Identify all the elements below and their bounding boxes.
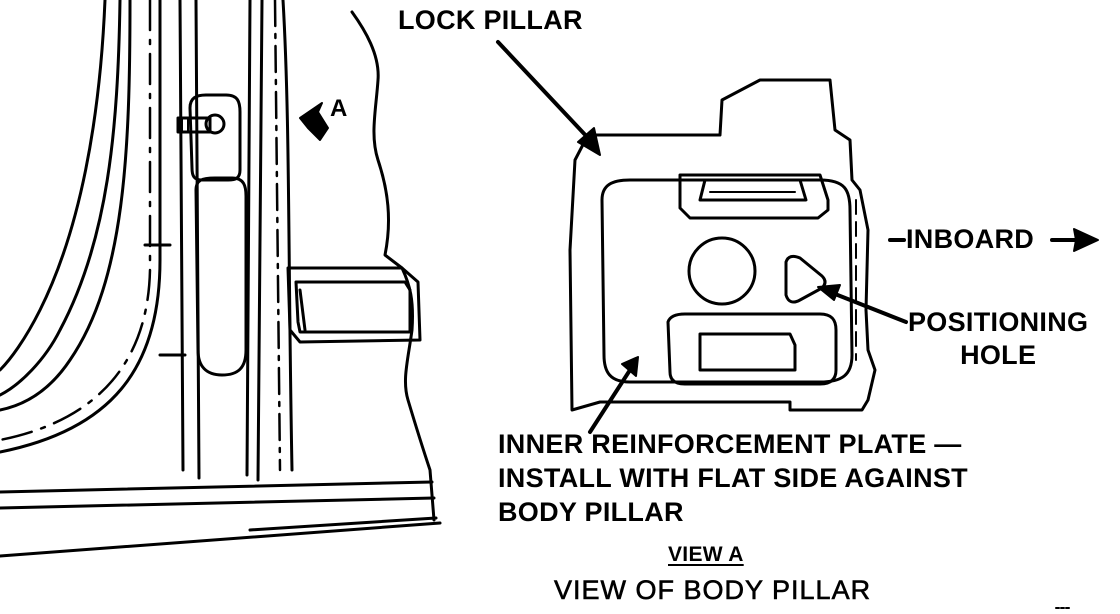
positioning-hole-label: POSITIONING HOLE — [908, 306, 1088, 372]
pillar-recess — [194, 176, 248, 377]
plate-outline — [568, 78, 877, 412]
inner-plate-label-line-3: BODY PILLAR — [498, 497, 684, 527]
sill-line-1 — [0, 480, 434, 494]
lock-pillar-arrowhead — [577, 127, 601, 156]
sill-line-4 — [248, 516, 438, 532]
inboard-arrowhead — [1073, 228, 1099, 252]
pillar-edge-3 — [0, 0, 132, 412]
sill-line-2 — [0, 496, 436, 510]
body-contour — [350, 10, 436, 522]
lower-slot — [666, 312, 838, 386]
lock-pillar-dashed — [273, 0, 282, 472]
lower-slot-inner — [698, 332, 797, 372]
pillar-edge-2 — [0, 0, 122, 397]
sill-curve-dashed — [0, 268, 152, 442]
sill-line-3 — [0, 521, 442, 558]
inner-plate-leader — [588, 368, 632, 434]
positioning-leader — [828, 290, 908, 324]
inner-plate-label-line-1: INNER REINFORCEMENT PLATE — — [498, 429, 962, 459]
view-a-callout-label: A — [330, 95, 348, 122]
inner-plate-label: INNER REINFORCEMENT PLATE — INSTALL WITH… — [498, 427, 968, 529]
leader-arrows — [496, 40, 1099, 434]
pillar-edge-outer — [0, 0, 107, 372]
inner-plate — [600, 178, 854, 384]
positioning-hole — [784, 254, 827, 304]
view-a-arrow — [299, 102, 329, 141]
upper-slot-inner — [698, 178, 808, 202]
inner-plate-label-line-2: INSTALL WITH FLAT SIDE AGAINST — [498, 463, 968, 493]
handle-pocket — [286, 266, 422, 344]
view-caption: VIEW OF BODY PILLAR — [554, 575, 872, 606]
positioning-hole-label-line-2: HOLE — [960, 340, 1037, 370]
lock-pillar-line-5 — [281, 0, 294, 472]
upper-slot — [678, 173, 830, 220]
reinforcement-plate-view — [568, 78, 877, 412]
lock-pillar-line-4 — [256, 0, 264, 482]
sill-curve-inner — [0, 0, 162, 454]
view-a-title: VIEW A — [668, 543, 744, 566]
positioning-hole-label-line-1: POSITIONING — [908, 307, 1089, 337]
lock-pillar-leader — [496, 40, 592, 142]
positioning-arrowhead — [817, 284, 841, 301]
striker-bolt — [176, 93, 242, 182]
inboard-label: INBOARD — [906, 224, 1035, 254]
door-opening-view — [0, 0, 442, 558]
round-hole — [687, 236, 757, 306]
lock-pillar-label: LOCK PILLAR — [398, 5, 583, 35]
inner-plate-arrowhead — [621, 356, 639, 377]
lock-pillar-line-3 — [245, 0, 252, 477]
lock-pillar-line-1 — [178, 0, 185, 472]
